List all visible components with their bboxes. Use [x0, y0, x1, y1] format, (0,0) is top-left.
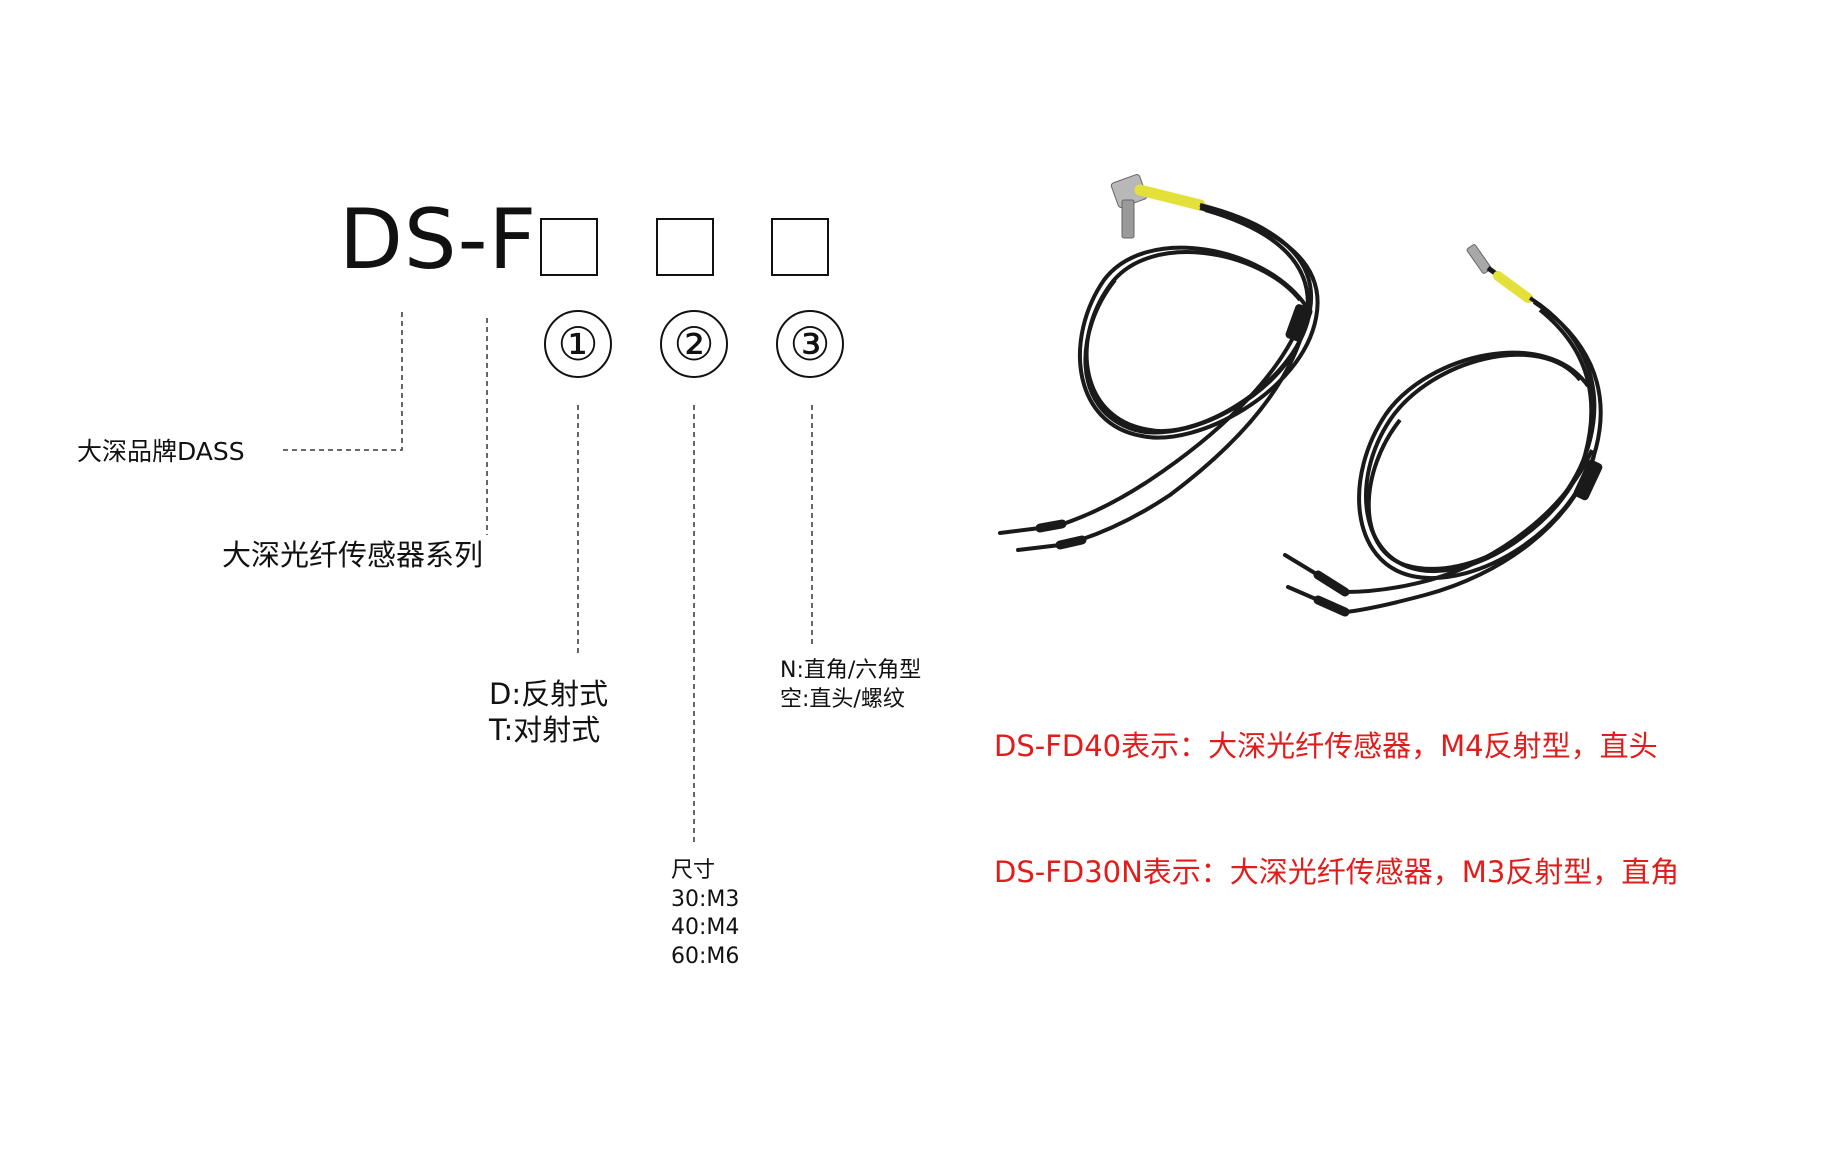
head-straight: 空:直头/螺纹: [780, 686, 905, 712]
brand-leader: [282, 312, 403, 451]
size-labels: 尺寸 30:M3 40:M4 60:M6: [671, 857, 739, 971]
fiber-optic-cable-icon: [998, 173, 1320, 552]
marker-3: ③: [776, 310, 844, 378]
marker-1: ①: [544, 310, 612, 378]
example-right-angle: DS-FD30N表示：大深光纤传感器，M3反射型，直角: [994, 855, 1680, 889]
head-labels: N:直角/六角型 空:直头/螺纹: [780, 657, 921, 714]
slot-box-3: [771, 218, 829, 276]
model-code-prefix: DS-F: [339, 191, 538, 288]
brand-label: 大深品牌DASS: [77, 437, 245, 466]
type-through-beam: T:对射式: [489, 713, 601, 748]
slot-box-2: [656, 218, 714, 276]
example-straight: DS-FD40表示：大深光纤传感器，M4反射型，直头: [994, 729, 1658, 763]
marker-2: ②: [660, 310, 728, 378]
slot-box-1: [540, 218, 598, 276]
head-right-angle: N:直角/六角型: [780, 658, 922, 683]
size-m6: 60:M6: [671, 943, 740, 969]
type-reflective: D:反射式: [489, 677, 609, 711]
type-labels: D:反射式 T:对射式: [489, 676, 608, 749]
size-m3: 30:M3: [671, 886, 740, 912]
size-title: 尺寸: [671, 858, 716, 883]
size-m4: 40:M4: [671, 915, 740, 941]
series-label: 大深光纤传感器系列: [222, 538, 484, 572]
fiber-optic-cable-icon: [1283, 244, 1603, 617]
